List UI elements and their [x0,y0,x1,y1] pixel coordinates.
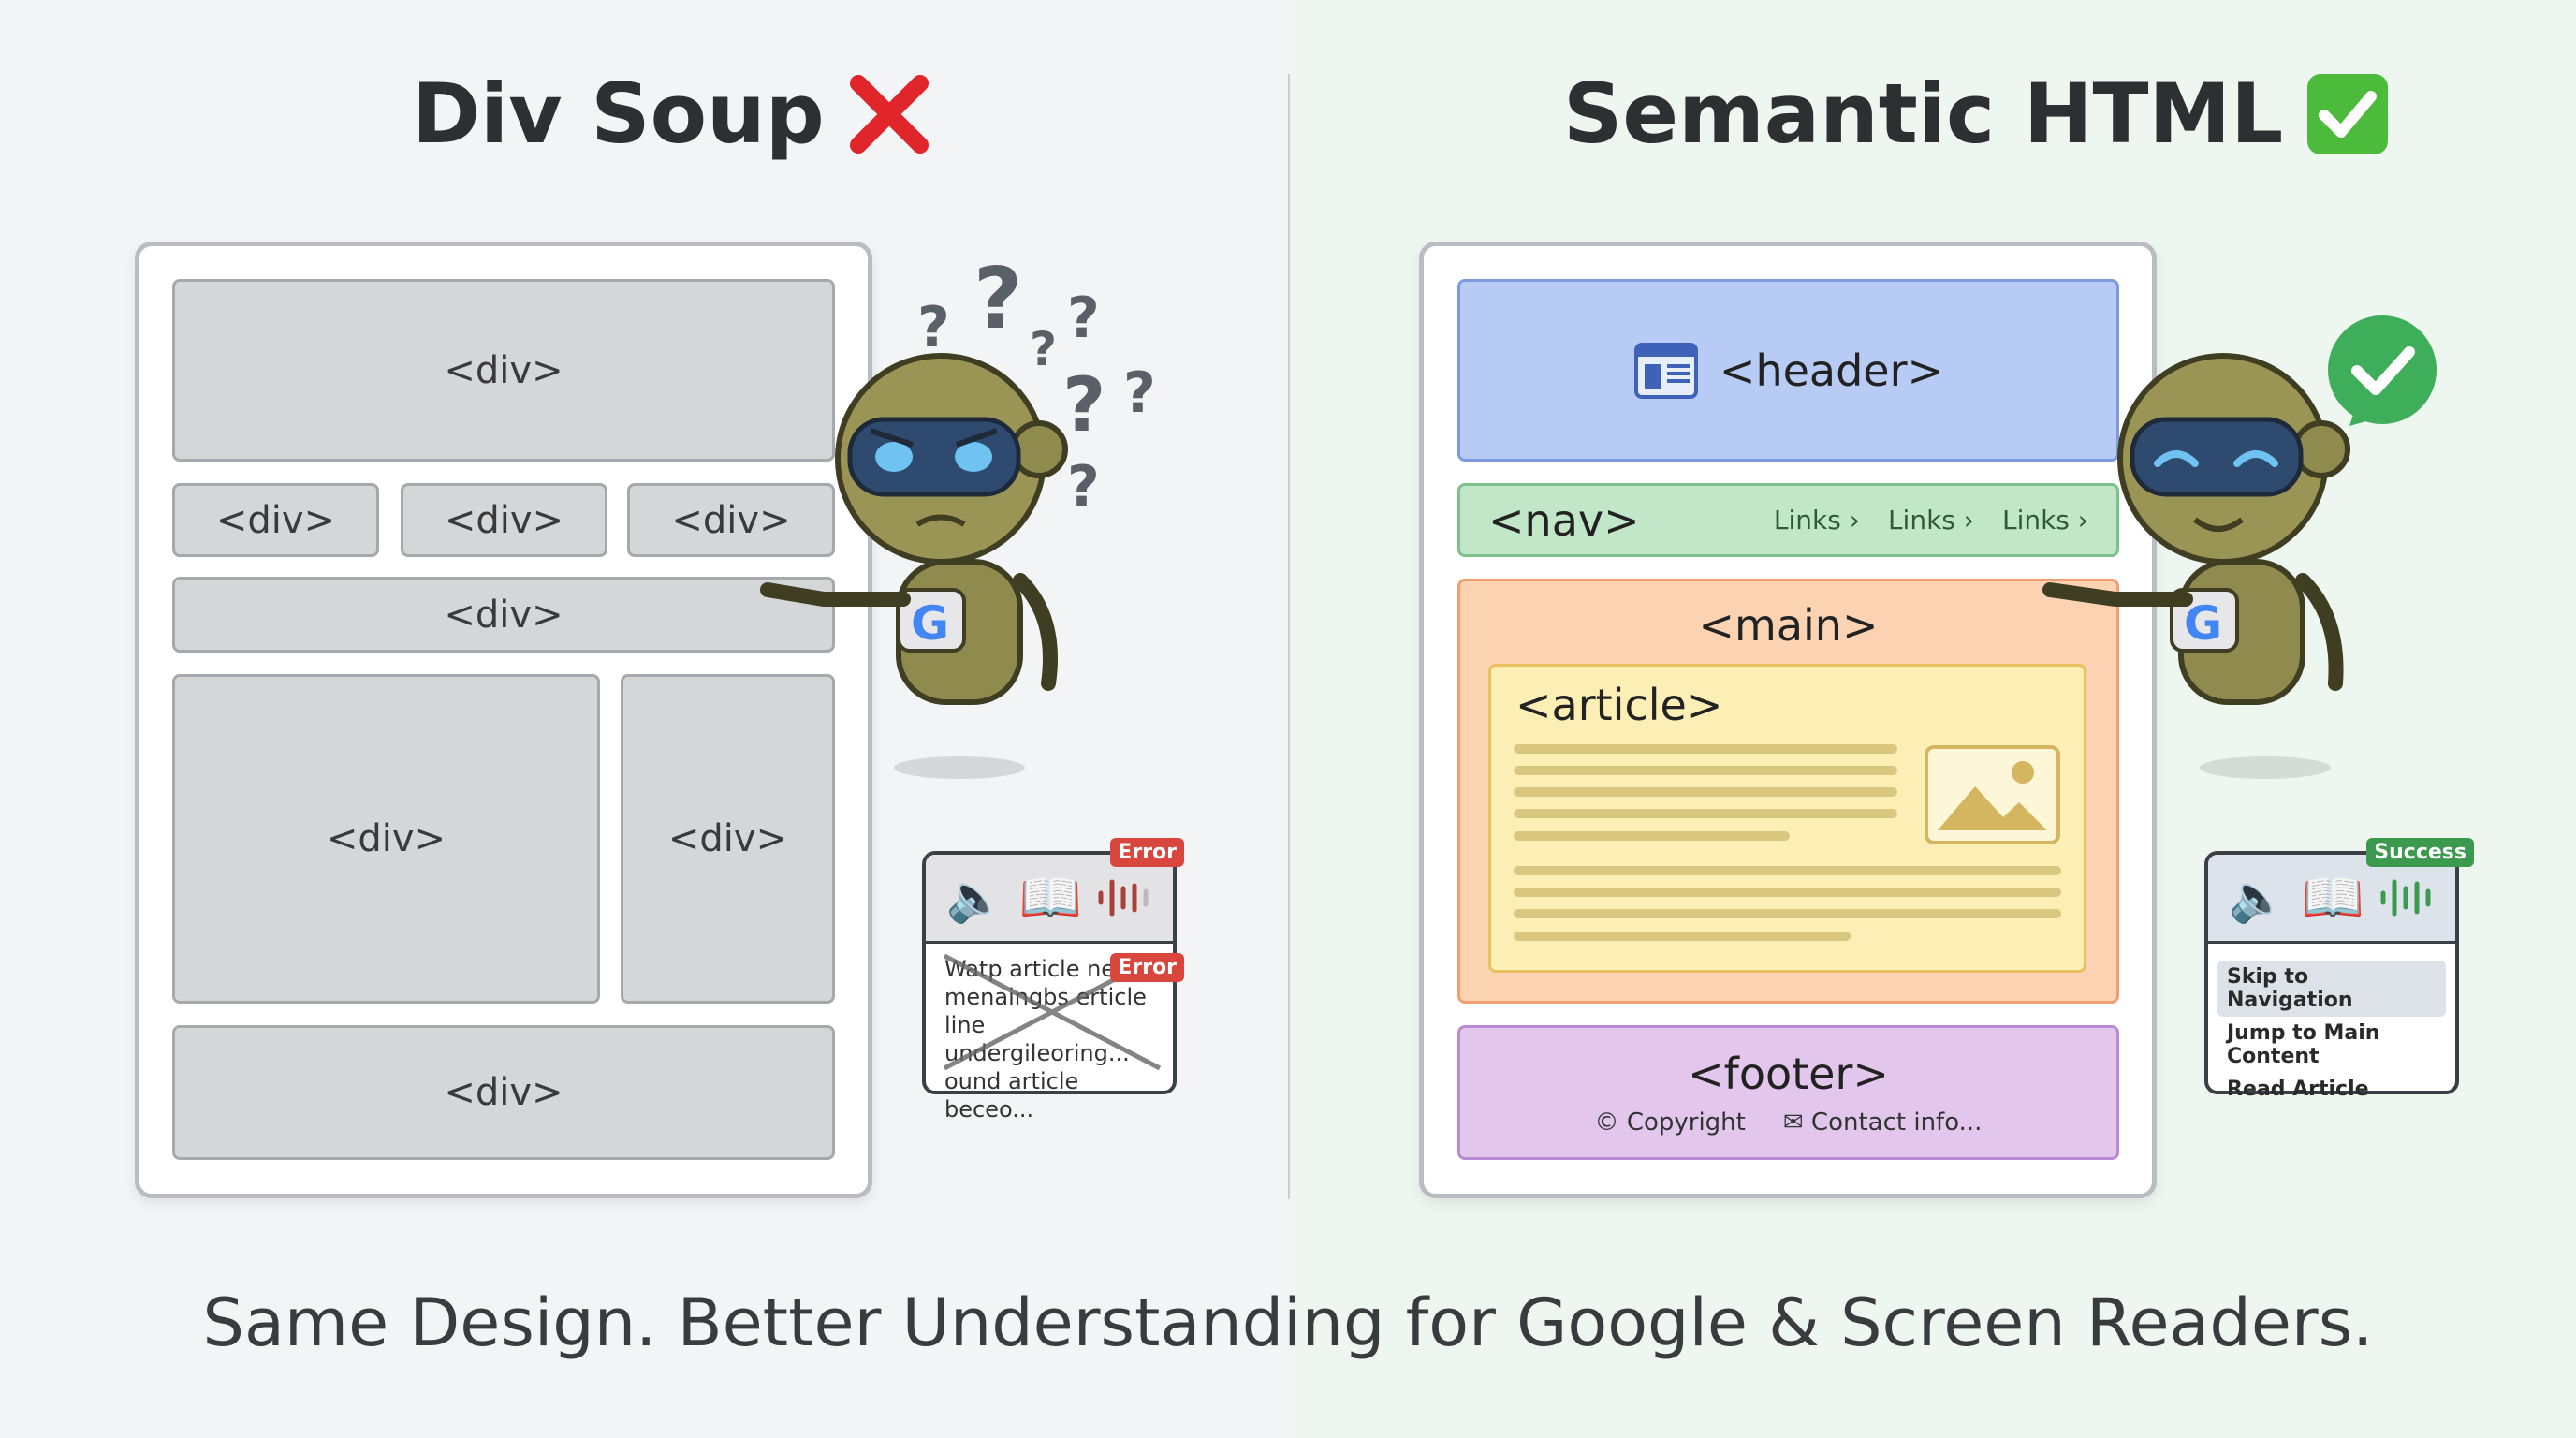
div-box: <div> [627,483,835,557]
green-check-icon [2307,73,2389,154]
speaker-icon: 🔈 [945,870,1004,925]
book-icon: 📖 [2301,868,2364,927]
div-box: <div> [401,483,607,557]
header-box: <header> [1457,279,2119,462]
svg-text:?: ? [1067,454,1100,520]
contact-item: ✉ Contact info... [1783,1108,1983,1137]
envelope-icon: ✉ [1782,1108,1811,1137]
div-box: <div> [172,483,379,557]
contact-text: Contact info... [1810,1108,1983,1137]
card-icons: 🔈 📖 [2208,855,2455,944]
skip-links-list: Skip to Navigation Jump to Main Content … [2208,944,2455,1123]
browser-window-icon [1633,342,1698,399]
sound-wave-icon [2380,879,2431,917]
book-icon: 📖 [1018,868,1082,927]
header-label: <header> [1719,345,1944,396]
success-badge: Success [2366,838,2474,867]
image-placeholder-icon [1925,745,2060,844]
skip-link[interactable]: Jump to Main Content [2227,1021,2380,1068]
caption: Same Design. Better Understanding for Go… [202,1284,2374,1361]
skip-link[interactable]: Skip to Navigation [2217,961,2446,1017]
happy-robot-illustration: G [2042,315,2437,779]
main-label: <main> [1698,600,1879,651]
div-box: <div> [172,674,600,1004]
skip-link[interactable]: Read Article [2227,1078,2369,1101]
speaker-icon: 🔈 [2228,870,2287,925]
text-line: Watp article nepp [944,956,1144,982]
copyright-text: Copyright [1626,1108,1746,1137]
semantic-html-title: Semantic HTML [1563,66,2390,162]
screen-reader-success-card: 🔈 📖 Skip to Navigation Jump to Main Cont… [2204,838,2474,1101]
div-box: <div> [172,279,835,462]
svg-text:?: ? [1067,286,1100,351]
garbled-text: Watp article nepp menaingbs erticle line… [926,944,1173,1135]
div-soup-title: Div Soup [412,66,931,162]
div-box: <div> [172,577,835,653]
copyright-icon: © [1594,1108,1627,1137]
div-box: <div> [172,1025,835,1160]
article-label: <article> [1515,680,1723,730]
error-badge: Error [1110,838,1184,867]
nav-link[interactable]: Links › [1887,505,1974,536]
confused-robot-illustration: ?? ?? ?? ? G [760,250,1156,779]
text-line: ound article beceo... [944,1068,1079,1123]
footer-label: <footer> [1688,1049,1889,1099]
nav-link[interactable]: Links › [2001,505,2088,536]
question-marks-icon: ?? ?? ?? ? [917,250,1156,520]
text-line: menaingbs erticle [944,984,1147,1010]
sound-wave-icon [1098,879,1149,917]
error-badge: Error [1110,953,1184,982]
svg-text:G: G [911,596,949,651]
screen-reader-error-card: 🔈 📖 Watp article nepp menaingbs erticle … [922,838,1184,1123]
svg-text:?: ? [973,250,1022,348]
svg-text:?: ? [917,295,950,360]
divider [1288,74,1290,1199]
nav-box: <nav> Links › Links › Links › [1457,483,2119,557]
svg-text:?: ? [1062,361,1105,448]
red-cross-icon [849,74,929,154]
svg-text:?: ? [1123,360,1156,426]
nav-label: <nav> [1488,494,1640,546]
svg-text:?: ? [1030,322,1057,376]
title-text: Div Soup [412,66,825,162]
nav-link[interactable]: Links › [1773,505,1860,536]
title-text: Semantic HTML [1563,66,2284,162]
check-bubble-icon [2328,315,2437,426]
svg-text:G: G [2184,596,2222,651]
card-icons: 🔈 📖 [926,855,1173,944]
copyright-item: © Copyright [1595,1108,1746,1137]
footer-box: <footer> © Copyright ✉ Contact info... [1457,1025,2119,1160]
div-box: <div> [621,674,835,1004]
